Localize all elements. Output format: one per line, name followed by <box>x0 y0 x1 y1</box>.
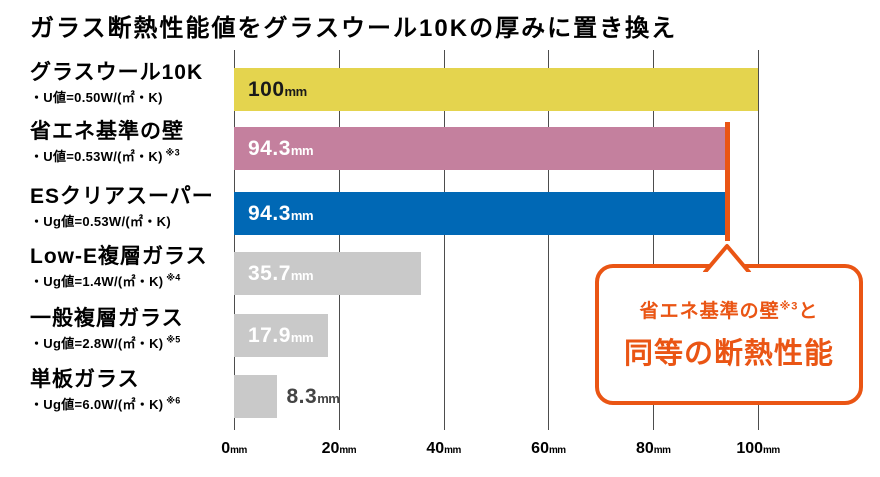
bar <box>234 314 328 357</box>
chart-title: ガラス断熱性能値をグラスウール10Kの厚みに置き換え <box>30 15 678 42</box>
equivalence-marker-line <box>725 122 731 241</box>
bar-value-label: 100mm <box>248 78 307 101</box>
row-label: 単板ガラス・Ug値=6.0W/(㎡・K) ※6 <box>30 368 181 413</box>
row-name: 一般複層ガラス <box>30 307 184 330</box>
row-spec-note: ※6 <box>163 395 181 406</box>
row-spec: ・Ug値=2.8W/(㎡・K) ※5 <box>30 334 181 352</box>
row-name: Low-E複層ガラス <box>30 245 208 268</box>
bar <box>234 192 729 235</box>
gridline <box>653 50 655 430</box>
row-label: 省エネ基準の壁・U値=0.53W/(㎡・K) ※3 <box>30 120 184 165</box>
callout-line1-text: 省エネ基準の壁 <box>639 301 780 322</box>
x-tick-label: 0mm <box>221 440 247 457</box>
callout-line2: 同等の断熱性能 <box>623 338 834 370</box>
gridline <box>758 50 759 430</box>
callout-bubble: 省エネ基準の壁※3と 同等の断熱性能 <box>595 244 863 405</box>
row-label: Low-E複層ガラス・Ug値=1.4W/(㎡・K) ※4 <box>30 245 208 290</box>
x-tick-label: 40mm <box>426 440 461 457</box>
gridline <box>338 50 340 430</box>
row-spec-note: ※4 <box>163 272 181 283</box>
bar <box>234 252 422 295</box>
row-label: ESクリアスーパー・Ug値=0.53W/(㎡・K) <box>30 185 214 230</box>
gridline <box>548 50 550 430</box>
callout-line1: 省エネ基準の壁※3と <box>599 296 859 323</box>
bar-value-label: 8.3mm <box>286 385 340 408</box>
bar-value-label: 94.3mm <box>248 137 314 160</box>
row-spec: ・U値=0.50W/(㎡・K) <box>30 90 163 106</box>
row-spec: ・Ug値=6.0W/(㎡・K) ※6 <box>30 395 181 413</box>
row-label: 一般複層ガラス・Ug値=2.8W/(㎡・K) ※5 <box>30 307 184 352</box>
row-spec: ・U値=0.53W/(㎡・K) ※3 <box>30 147 180 165</box>
row-spec-note: ※3 <box>162 147 180 158</box>
row-name: ESクリアスーパー <box>30 185 214 208</box>
gridline <box>234 50 235 430</box>
row-name: グラスウール10K <box>30 61 204 84</box>
row-name: 単板ガラス <box>30 368 140 391</box>
callout-line1-tail: と <box>798 301 819 322</box>
row-label: グラスウール10K ・U値=0.50W/(㎡・K) <box>30 61 203 106</box>
row-spec: ・Ug値=1.4W/(㎡・K) ※4 <box>30 272 181 290</box>
row-spec-note: ※5 <box>163 334 181 345</box>
row-spec: ・Ug値=0.53W/(㎡・K) <box>30 214 171 230</box>
row-name: 省エネ基準の壁 <box>30 120 184 143</box>
x-tick-label: 20mm <box>321 440 357 457</box>
bar <box>234 68 758 111</box>
bar-value-label: 17.9mm <box>248 324 314 347</box>
x-tick-label: 100mm <box>736 440 780 457</box>
x-tick-label: 60mm <box>531 440 566 457</box>
bar-value-label: 35.7mm <box>248 262 314 285</box>
bar-value-label: 94.3mm <box>248 202 314 225</box>
x-tick-label: 80mm <box>635 440 671 457</box>
gridline <box>443 50 445 430</box>
bar <box>234 127 729 170</box>
callout-line1-note: ※3 <box>779 300 799 313</box>
callout-pointer-icon <box>703 244 751 272</box>
bar <box>234 375 278 418</box>
